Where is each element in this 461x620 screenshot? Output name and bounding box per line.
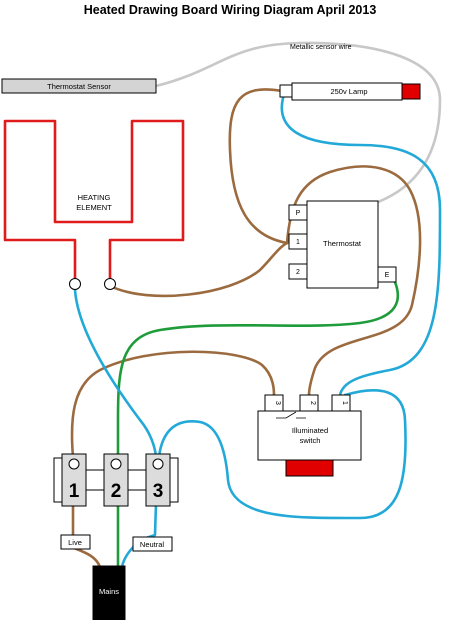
- switch-label-line2: switch: [300, 436, 321, 445]
- blue-wire-lamp-to-switch: [280, 96, 442, 397]
- thermostat-terminal-e: [377, 266, 397, 283]
- blue-wire-neutral-lead: [120, 501, 158, 569]
- thermostat-sensor: [1, 78, 157, 94]
- lamp-label: 250v Lamp: [330, 87, 367, 96]
- brown-wire-heater-to-thermostat: [108, 241, 289, 298]
- terminal-1-number: 1: [69, 481, 80, 502]
- terminal-link-23: [127, 469, 147, 491]
- thermostat-sensor-label: Thermostat Sensor: [47, 82, 111, 91]
- thermostat-label: Thermostat: [323, 239, 362, 248]
- switch-terminal-2-label: 2: [309, 401, 316, 405]
- switch-rocker: [285, 459, 334, 477]
- live-label: Live: [68, 538, 82, 547]
- live-label-box: [60, 534, 91, 550]
- metallic-sensor-wire: [154, 41, 442, 204]
- terminal-3-screw: [152, 458, 164, 470]
- heater-terminal-left: [69, 278, 81, 290]
- mains-plug: [92, 565, 126, 620]
- heating-element: [3, 119, 185, 282]
- thermostat: Thermostat P 1 2 E: [288, 200, 397, 289]
- thermostat-terminal-2-label: 2: [296, 269, 300, 276]
- terminal-block: 1 2 3: [53, 453, 179, 507]
- heating-element-label-line2: ELEMENT: [76, 203, 112, 212]
- illuminated-switch: 3 2 1 Illuminated switch: [257, 394, 362, 477]
- thermostat-terminal-1: [288, 233, 308, 250]
- mains-label: Mains: [99, 587, 119, 596]
- switch-terminal-1-label: 1: [341, 401, 348, 405]
- brown-wire-lamp-to-thermostat: [228, 88, 289, 245]
- brown-wire-live-to-switch: [70, 350, 276, 459]
- lamp: 250v Lamp: [279, 82, 421, 101]
- switch-label-line1: Illuminated: [292, 426, 328, 435]
- thermostat-terminal-1-label: 1: [296, 239, 300, 246]
- thermostat-terminal-2: [288, 263, 308, 280]
- switch-terminal-3-label: 3: [274, 401, 281, 405]
- green-earth-wire: [116, 280, 400, 567]
- thermostat-terminal-p-label: P: [296, 210, 301, 217]
- terminal-link-12: [85, 469, 105, 491]
- neutral-label-box: [132, 536, 173, 552]
- neutral-label: Neutral: [140, 540, 165, 549]
- terminal-2-screw: [110, 458, 122, 470]
- blue-wire-heater-to-neutral: [73, 288, 158, 459]
- brown-wire-thermostat-loop: [285, 165, 422, 397]
- lamp-pins: [279, 84, 293, 98]
- lamp-red-cap: [401, 83, 421, 100]
- heater-terminal-right: [104, 278, 116, 290]
- sensor-wire-label: Metallic sensor wire: [290, 44, 352, 51]
- diagram-title: Heated Drawing Board Wiring Diagram Apri…: [84, 3, 377, 17]
- terminal-2-number: 2: [111, 481, 122, 502]
- switch-body: [257, 410, 362, 461]
- blue-wire-neutral-to-switch: [157, 389, 407, 520]
- thermostat-body: [306, 200, 379, 289]
- thermostat-terminal-e-label: E: [385, 272, 390, 279]
- heating-element-label-line1: HEATING: [78, 193, 111, 202]
- terminal-3-number: 3: [153, 481, 164, 502]
- switch-symbol: [276, 411, 306, 419]
- terminal-1-screw: [68, 458, 80, 470]
- thermostat-terminal-p: [288, 204, 308, 221]
